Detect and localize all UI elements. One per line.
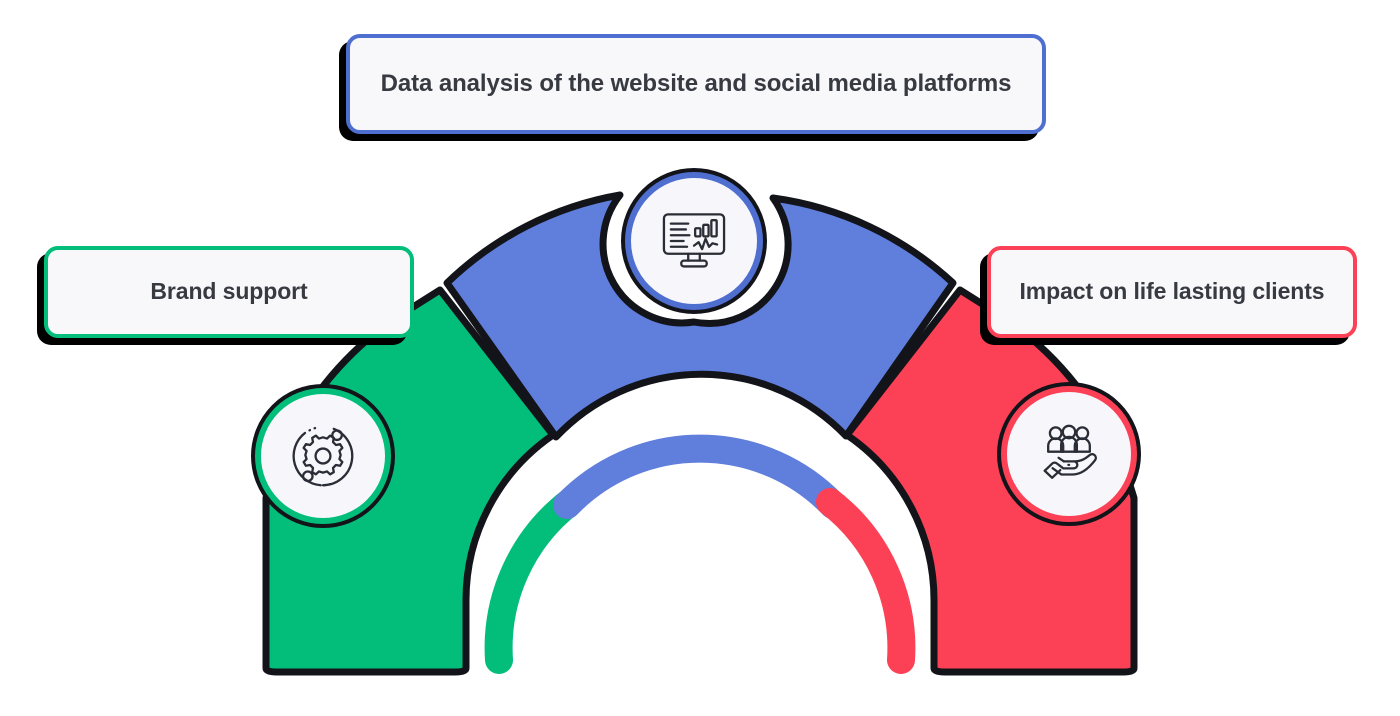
- callout-label-top: Data analysis of the website and social …: [380, 69, 1012, 97]
- callout-box-right[interactable]: Impact on life lasting clients: [987, 246, 1357, 338]
- inner-arc-right: [816, 488, 916, 674]
- hand-holding-people-icon: [1032, 417, 1106, 491]
- icon-medallion-right[interactable]: [997, 382, 1141, 526]
- inner-arc-left: [484, 488, 584, 674]
- inner-arch: [484, 434, 916, 674]
- icon-medallion-top[interactable]: [621, 168, 767, 314]
- callout-label-right: Impact on life lasting clients: [1019, 278, 1325, 305]
- callout-box-top[interactable]: Data analysis of the website and social …: [346, 34, 1046, 134]
- icon-medallion-left[interactable]: [251, 384, 395, 528]
- inner-arc-center: [553, 434, 847, 519]
- callout-label-left: Brand support: [150, 278, 308, 305]
- gear-orbit-icon: [287, 420, 359, 492]
- arch-segment-center[interactable]: [443, 191, 957, 441]
- callout-box-left[interactable]: Brand support: [44, 246, 414, 338]
- monitor-dashboard-icon: [657, 204, 731, 278]
